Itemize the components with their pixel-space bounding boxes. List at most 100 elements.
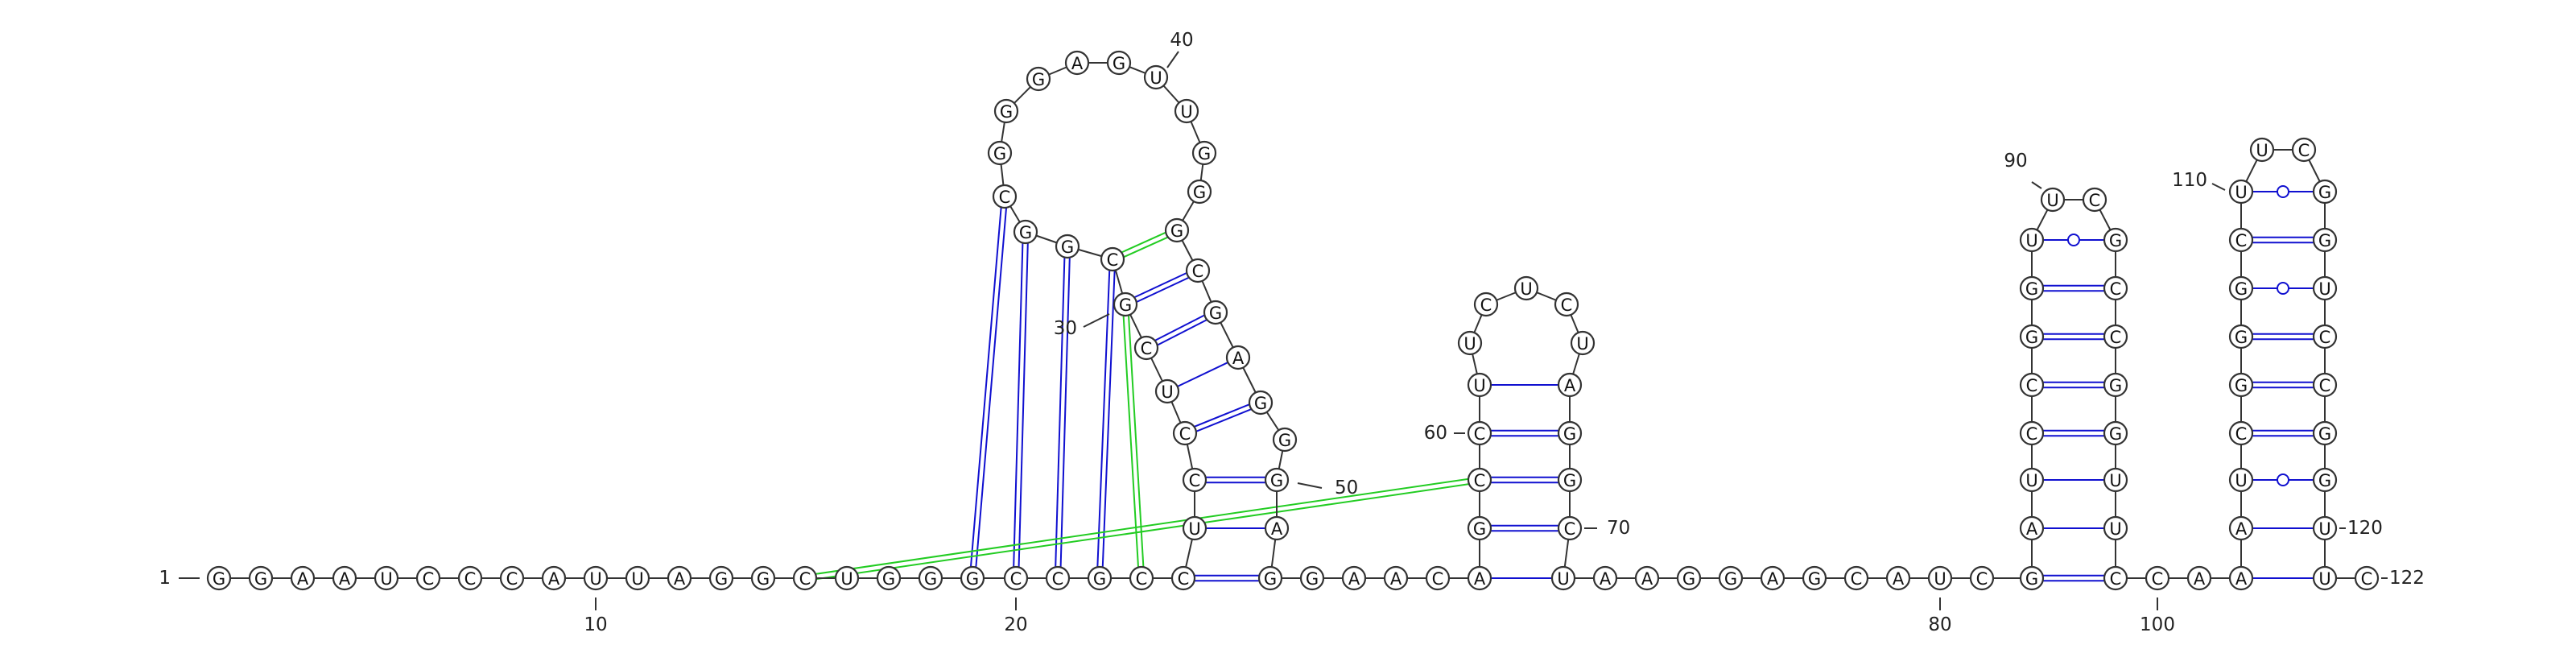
- nucleotide: A: [1064, 50, 1090, 76]
- nucleotide: G: [1299, 565, 1325, 591]
- nucleotide-letter: G: [2318, 471, 2331, 490]
- nucleotide-letter: G: [1093, 569, 1106, 589]
- nucleotide-letter: C: [1561, 296, 1573, 315]
- position-number: 40: [1170, 30, 1193, 51]
- canonical-pair: [2032, 284, 2116, 292]
- pseudoknot-pair-strand-a: [805, 482, 1480, 582]
- nucleotide-circle: [1592, 565, 1618, 591]
- nucleotide-letter: C: [999, 188, 1011, 207]
- canonical-pair-strand-a: [1018, 232, 1030, 579]
- nucleotide: A: [1634, 565, 1660, 591]
- nucleotide: C: [1100, 246, 1125, 272]
- nucleotide-circle: [1191, 140, 1217, 166]
- position-tick: [2031, 181, 2042, 189]
- canonical-pair-strand-b: [1183, 399, 1261, 432]
- nucleotide-letter: C: [2026, 424, 2038, 444]
- nucleotide-circle: [1013, 219, 1038, 245]
- nucleotide-letter: A: [1564, 376, 1576, 395]
- position-number: 1: [159, 568, 171, 589]
- nucleotide-circle: [374, 565, 399, 591]
- position-label: 110: [2172, 170, 2226, 191]
- nucleotide: C: [2019, 420, 2045, 446]
- nucleotide-letter: G: [1113, 54, 1125, 73]
- nucleotide-letter: U: [1557, 569, 1569, 589]
- nucleotide: A: [1467, 565, 1492, 591]
- nucleotide: C: [1969, 565, 1995, 591]
- nucleotide-letter: C: [799, 569, 811, 589]
- nucleotide-circle: [1225, 345, 1251, 370]
- position-tick: [1166, 51, 1179, 68]
- nucleotide: C: [2291, 137, 2317, 163]
- canonical-pair: [1480, 476, 1570, 484]
- nucleotide: U: [1174, 98, 1199, 124]
- nucleotide-circle: [1248, 390, 1274, 416]
- canonical-pair: [1054, 246, 1071, 579]
- nucleotide-circle: [1513, 275, 1539, 301]
- nucleotide-circle: [1467, 420, 1492, 446]
- nucleotide: G: [2019, 275, 2045, 301]
- nucleotide-circle: [1554, 291, 1579, 317]
- nucleotide-letter: G: [1032, 70, 1045, 89]
- nucleotide-circle: [2228, 565, 2254, 591]
- nucleotide-letter: C: [2110, 279, 2122, 299]
- position-number: 120: [2347, 518, 2383, 539]
- nucleotide-circle: [1299, 565, 1325, 591]
- nucleotide-circle: [1257, 565, 1283, 591]
- position-label: 30: [1054, 313, 1110, 339]
- nucleotide-circle: [708, 565, 734, 591]
- canonical-pair: [1183, 574, 1270, 582]
- nucleotide-circle: [1164, 217, 1190, 243]
- nucleotide-circle: [415, 565, 441, 591]
- nucleotide: A: [1264, 515, 1290, 541]
- nucleotide-circle: [1634, 565, 1660, 591]
- nucleotide-letter: C: [1976, 569, 1988, 589]
- nucleotide: G: [1802, 565, 1827, 591]
- nucleotide-circle: [1885, 565, 1911, 591]
- nucleotide-circle: [1676, 565, 1702, 591]
- canonical-pair-strand-a: [1147, 313, 1217, 351]
- nucleotide-circle: [1383, 565, 1409, 591]
- nucleotide-letter: G: [1563, 424, 1576, 444]
- nucleotide-letter: C: [1010, 569, 1022, 589]
- nucleotide: G: [1187, 179, 1212, 205]
- nucleotide-letter: A: [1348, 569, 1360, 589]
- nucleotide-letter: C: [2361, 569, 2373, 589]
- nucleotide-circle: [1718, 565, 1744, 591]
- position-number: 30: [1054, 318, 1077, 339]
- nucleotide-letter: G: [1061, 238, 1074, 257]
- canonical-pair: [1012, 231, 1030, 579]
- canonical-pair-strand-b: [968, 196, 1003, 578]
- nucleotide-circle: [1187, 179, 1212, 205]
- nucleotide-circle: [2103, 275, 2128, 301]
- nucleotide-letter: A: [1893, 569, 1905, 589]
- nucleotide-letter: G: [1198, 144, 1211, 163]
- nucleotide-letter: C: [1474, 424, 1486, 444]
- nucleotide: C: [792, 565, 818, 591]
- nucleotide-circle: [2354, 565, 2380, 591]
- canonical-pair: [1480, 524, 1570, 532]
- nucleotide-circle: [2312, 515, 2338, 541]
- nucleotide: C: [457, 565, 483, 591]
- nucleotide: U: [2228, 179, 2254, 205]
- nucleotide-letter: A: [1767, 569, 1779, 589]
- nucleotide-circle: [1185, 258, 1211, 283]
- canonical-pair: [1124, 267, 1199, 308]
- nucleotide: G: [2103, 372, 2128, 398]
- nucleotide: C: [1003, 565, 1029, 591]
- nucleotide-circle: [625, 565, 650, 591]
- nucleotide: C: [1172, 420, 1198, 446]
- nucleotide-circle: [2312, 420, 2338, 446]
- nucleotide-circle: [1113, 291, 1138, 317]
- nucleotide-letter: U: [2256, 141, 2268, 160]
- nucleotide-letter: C: [506, 569, 518, 589]
- nucleotide: G: [206, 565, 232, 591]
- nucleotide: G: [1106, 50, 1132, 76]
- pseudoknot-pair-strand-b: [1121, 304, 1140, 579]
- nucleotide-circle: [2249, 137, 2275, 163]
- nucleotide-circle: [1170, 565, 1196, 591]
- nucleotide-letter: U: [840, 569, 852, 589]
- nucleotide-letter: G: [2109, 424, 2122, 444]
- nucleotide-letter: C: [2089, 191, 2101, 210]
- nucleotide-circle: [1182, 515, 1208, 541]
